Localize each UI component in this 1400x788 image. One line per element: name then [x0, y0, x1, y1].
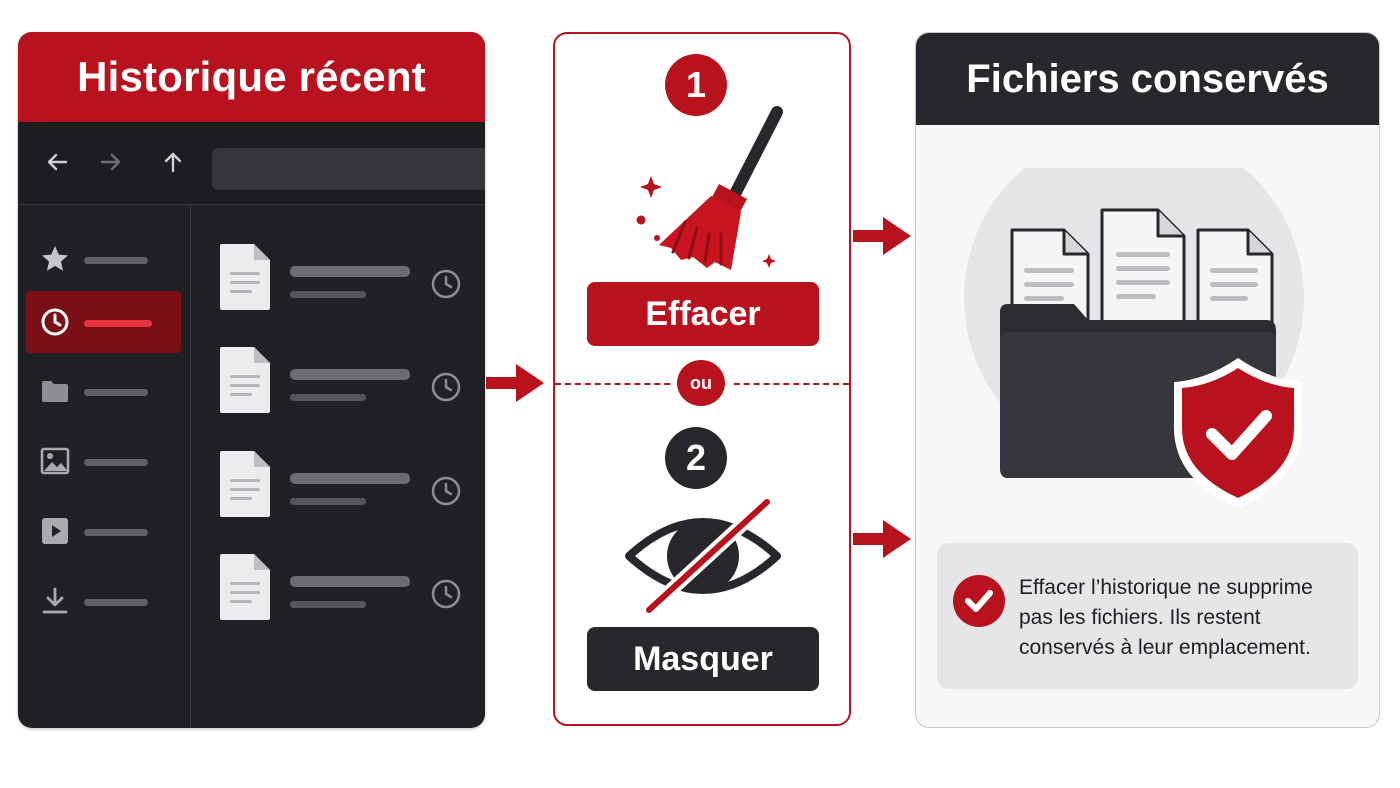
sidebar-item-downloads[interactable] — [26, 570, 181, 632]
video-play-icon — [42, 518, 68, 544]
image-icon — [40, 447, 70, 475]
document-icon — [220, 347, 270, 413]
masquer-button[interactable]: Masquer — [587, 627, 819, 691]
clock-icon — [431, 372, 461, 402]
sidebar — [18, 204, 191, 728]
file-row[interactable] — [218, 449, 468, 521]
clock-icon — [431, 269, 461, 299]
sidebar-item-favorites[interactable] — [26, 228, 181, 290]
clock-icon — [431, 476, 461, 506]
back-arrow-icon[interactable] — [42, 147, 72, 177]
file-row[interactable] — [218, 552, 468, 624]
broom-icon — [636, 106, 783, 270]
recent-history-panel: Historique récent — [18, 32, 485, 728]
effacer-button[interactable]: Effacer — [587, 282, 819, 346]
download-icon — [42, 587, 68, 614]
document-icon — [220, 554, 270, 620]
arrow-effacer-to-files-icon — [853, 217, 911, 255]
document-icon — [220, 244, 270, 310]
arrow-masquer-to-files-icon — [853, 520, 911, 558]
clock-icon — [41, 308, 69, 336]
sidebar-item-images[interactable] — [26, 430, 181, 492]
sidebar-item-videos[interactable] — [26, 500, 181, 562]
kept-files-title: Fichiers conservés — [916, 33, 1379, 125]
kept-files-panel: Fichiers conservés — [915, 32, 1380, 728]
info-note-text: Effacer l’historique ne supprime pas les… — [1019, 576, 1313, 659]
forward-arrow-icon[interactable] — [96, 147, 126, 177]
star-icon — [42, 246, 68, 271]
sidebar-item-recent[interactable] — [26, 291, 181, 353]
file-browser-toolbar — [18, 122, 485, 205]
shield-check-icon — [1174, 358, 1302, 508]
up-arrow-icon[interactable] — [158, 147, 188, 177]
recent-history-title: Historique récent — [18, 32, 485, 122]
file-row[interactable] — [218, 242, 468, 314]
eye-off-icon — [625, 496, 781, 616]
kept-files-illustration — [964, 168, 1304, 508]
folder-icon — [42, 381, 68, 402]
arrow-to-actions-icon — [486, 364, 544, 402]
clock-icon — [431, 579, 461, 609]
address-bar[interactable] — [212, 148, 485, 190]
sidebar-item-folders[interactable] — [26, 360, 181, 422]
info-note: Effacer l’historique ne supprime pas les… — [937, 543, 1358, 689]
file-row[interactable] — [218, 345, 468, 417]
actions-panel: 1 Effacer ou 2 Masquer — [553, 32, 851, 726]
option-1-badge: 1 — [665, 54, 727, 116]
check-circle-icon — [953, 575, 1005, 627]
option-2-badge: 2 — [665, 427, 727, 489]
or-separator: ou — [677, 360, 725, 406]
document-icon — [220, 451, 270, 517]
